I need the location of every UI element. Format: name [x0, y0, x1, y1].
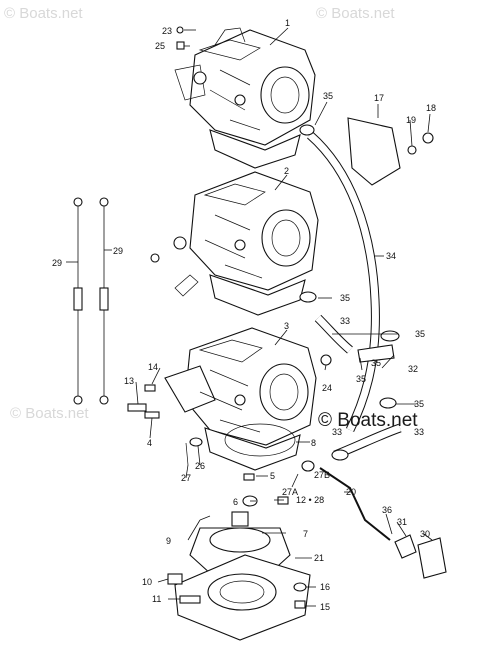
watermark-top-right: © Boats.net [316, 5, 395, 22]
callout-24: 24 [322, 383, 332, 393]
carburetor-lower [164, 327, 317, 471]
callout-34: 34 [386, 251, 396, 261]
callout-26: 26 [195, 461, 205, 471]
watermark-main: © Boats.net [318, 410, 418, 431]
callout-27a: 27A [282, 487, 298, 497]
callout-8: 8 [311, 438, 316, 448]
callout-29-right: 29 [113, 246, 123, 256]
callout-23: 23 [162, 26, 172, 36]
small-parts [127, 26, 315, 609]
callout-15: 15 [320, 602, 330, 612]
callout-21: 21 [314, 553, 324, 563]
callout-33-top: 33 [340, 316, 350, 326]
callout-16: 16 [320, 582, 330, 592]
callout-35-lower: 35 [356, 374, 366, 384]
callout-32: 32 [408, 364, 418, 374]
leader-lines [66, 27, 433, 607]
callout-35-right: 35 [415, 329, 425, 339]
carburetor-top [174, 27, 316, 169]
callout-10: 10 [142, 577, 152, 587]
callout-11: 11 [152, 594, 161, 604]
callout-7: 7 [303, 529, 308, 539]
linkage-rods [73, 197, 109, 405]
callout-36: 36 [382, 505, 392, 515]
callout-35-bottom: 35 [414, 399, 424, 409]
callout-33-mid: 33 [332, 427, 342, 437]
callout-labels: 1 2 3 4 5 6 7 8 9 10 11 12 • 28 13 14 15… [52, 18, 436, 612]
callout-5: 5 [270, 471, 275, 481]
float-bowl-assembly [174, 511, 311, 641]
callout-27b: 27B [314, 470, 330, 480]
hose-clips [299, 124, 400, 461]
callout-25: 25 [155, 41, 165, 51]
callout-35-mid: 35 [340, 293, 350, 303]
callout-6: 6 [233, 497, 238, 507]
callout-2: 2 [284, 166, 289, 176]
callout-19: 19 [406, 115, 416, 125]
callout-3: 3 [284, 321, 289, 331]
callout-33-right: 33 [414, 427, 424, 437]
callout-27: 27 [181, 473, 191, 483]
carburetor-middle [173, 171, 319, 316]
callout-30: 30 [420, 529, 430, 539]
callout-14: 14 [148, 362, 158, 372]
callout-1: 1 [285, 18, 290, 28]
callout-4: 4 [147, 438, 152, 448]
callout-31: 31 [397, 517, 407, 527]
callout-35-top: 35 [323, 91, 333, 101]
callout-17: 17 [374, 93, 384, 103]
watermark-top-left: © Boats.net [4, 5, 83, 22]
filter-bracket [347, 117, 434, 186]
callout-18: 18 [426, 103, 436, 113]
callout-35-center: 35 [371, 358, 381, 368]
callout-12-28: 12 • 28 [296, 495, 324, 505]
callout-20: 20 [346, 487, 356, 497]
callout-13: 13 [124, 376, 134, 386]
choke-cable [319, 467, 447, 579]
callout-9: 9 [166, 536, 171, 546]
callout-29-left: 29 [52, 258, 62, 268]
watermark-middle-left: © Boats.net [10, 405, 89, 422]
